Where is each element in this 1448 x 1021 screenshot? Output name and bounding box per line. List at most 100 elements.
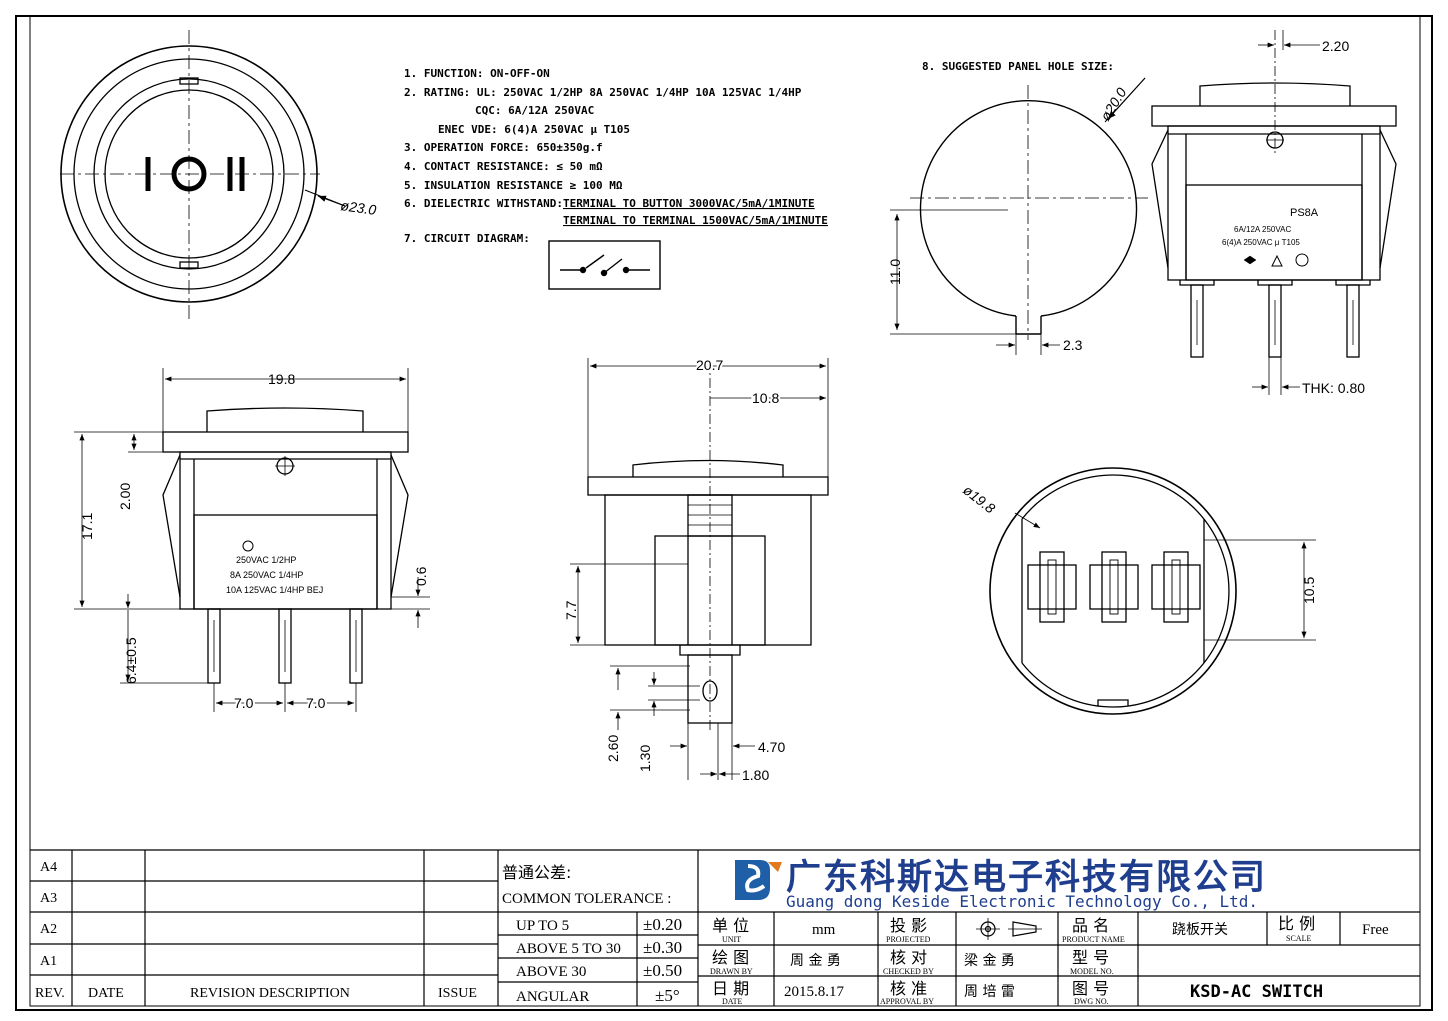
spec-3: 3. OPERATION FORCE: 650±350g.f [404,141,603,154]
right-label-1: 6A/12A 250VAC [1234,225,1291,234]
revision-table: A4 A3 A2 A1 REV. DATE REVISION DESCRIPTI… [35,860,477,1001]
dim-h2-60: 2.60 [605,735,621,762]
model-cn: 型 号 [1072,948,1109,967]
dim-thk: THK: 0.80 [1302,380,1365,396]
tol-value-1: ±0.20 [643,915,682,934]
tol-range-4: ANGULAR [516,989,589,1005]
tol-value-3: ±0.50 [643,961,682,980]
tol-range-2: ABOVE 5 TO 30 [516,941,621,957]
date-cn: 日 期 [712,979,749,998]
side-label-1: 250VAC 1/2HP [236,555,296,565]
dim-h2-00: 2.00 [117,483,133,510]
right-label-model: PS8A [1290,207,1319,219]
tol-value-2: ±0.30 [643,938,682,957]
front-view [60,30,346,320]
checked-value: 梁 金 勇 [964,953,1015,969]
spec-6b: TERMINAL TO TERMINAL 1500VAC/5mA/1MINUTE [563,214,828,227]
projected-en: PROJECTED [886,935,931,944]
unit-cn: 单 位 [712,916,749,935]
spec-6a: TERMINAL TO BUTTON 3000VAC/5mA/1MINUTE [563,197,815,210]
side-label-2: 8A 250VAC 1/4HP [230,570,303,580]
tolerance-table: 普通公差: COMMON TOLERANCE : UP TO 5 ±0.20 A… [502,863,682,1005]
info-grid: 单 位 UNIT mm 投 影 PROJECTED 品 名 PRODUCT NA… [710,914,1389,1006]
spec-2: 2. RATING: UL: 250VAC 1/2HP 8A 250VAC 1/… [404,86,802,99]
dim-w19-8: 19.8 [268,371,295,387]
section-view [570,358,829,780]
scale-cn: 比 例 [1278,914,1315,933]
model-en: MODEL NO. [1070,967,1114,976]
tolerance-cn: 普通公差: [502,863,571,882]
spec-enec: ENEC VDE: 6(4)A 250VAC μ T105 [438,123,630,136]
checked-en: CHECKED BY [883,967,934,976]
company-name-cn: 广东科斯达电子科技有限公司 [786,858,1267,898]
product-value: 跷板开关 [1172,921,1228,938]
dim-h11: 11.0 [887,259,903,285]
spec-5: 5. INSULATION RESISTANCE ≥ 100 MΩ [404,179,623,192]
spec-8: 8. SUGGESTED PANEL HOLE SIZE: [922,60,1114,73]
dwg-cn: 图 号 [1072,979,1109,998]
dim-h0-6: 0.6 [413,566,429,586]
tolerance-en: COMMON TOLERANCE : [502,891,671,907]
rev-header-desc: REVISION DESCRIPTION [190,986,350,1001]
side-label-3: 10A 125VAC 1/4HP BEJ [226,585,323,595]
scale-value: Free [1362,922,1389,938]
right-label-2: 6(4)A 250VAC μ T105 [1222,238,1300,247]
checked-cn: 核 对 [890,948,927,967]
circuit-diagram [548,240,661,290]
dim-w20-7: 20.7 [696,357,723,373]
spec-1: 1. FUNCTION: ON-OFF-ON [404,67,550,80]
dwg-en: DWG NO. [1074,997,1109,1006]
tol-range-1: UP TO 5 [516,918,569,934]
approval-en: APPROVAL BY [880,997,934,1006]
dim-d20: ø20.0 [1097,85,1130,124]
dwg-value: KSD-AC SWITCH [1190,982,1323,1002]
drawn-en: DRAWN BY [710,967,753,976]
spec-7: 7. CIRCUIT DIAGRAM: [404,232,530,245]
bottom-view [989,467,1316,715]
dim-w2-20: 2.20 [1322,38,1349,54]
dim-w2-3: 2.3 [1063,337,1083,353]
dim-h7-7: 7.7 [563,600,579,620]
rev-header-rev: REV. [35,986,65,1001]
company-name-en: Guang dong Keside Electronic Technology … [786,892,1258,911]
tol-range-3: ABOVE 30 [516,964,586,980]
product-cn: 品 名 [1072,916,1109,935]
drawn-value: 周 金 勇 [790,953,841,969]
right-side-view [1151,30,1397,395]
panel-hole-view [890,77,1148,355]
rev-header-issue: ISSUE [438,986,477,1001]
rev-header-date: DATE [88,986,124,1001]
rev-a2: A2 [40,922,57,937]
unit-value: mm [812,922,836,938]
projected-cn: 投 影 [890,916,927,935]
rev-a3: A3 [40,891,57,906]
dim-p7-0a: 7.0 [234,695,254,711]
dim-w10-8: 10.8 [752,390,779,406]
title-block-lines [30,849,1420,1006]
dim-h17-1: 17.1 [79,513,95,540]
drawn-cn: 绘 图 [712,948,749,967]
dim-w1-80: 1.80 [742,767,769,783]
dim-w10-5: 10.5 [1301,577,1317,604]
approval-value: 周 培 雷 [964,984,1015,1000]
company-logo [735,860,782,900]
spec-cqc: CQC: 6A/12A 250VAC [475,104,594,117]
spec-4: 4. CONTACT RESISTANCE: ≤ 50 mΩ [404,160,603,173]
rev-a1: A1 [40,954,57,969]
scale-en: SCALE [1286,934,1311,943]
unit-en: UNIT [722,935,741,944]
spec-6: 6. DIELECTRIC WITHSTAND: [404,197,563,210]
dim-p7-0b: 7.0 [306,695,326,711]
dim-d19-8: ø19.8 [960,482,998,517]
dim-d23: ø23.0 [340,197,378,218]
product-en: PRODUCT NAME [1062,935,1125,944]
date-en: DATE [722,997,743,1006]
side-view [74,368,430,712]
specifications: 1. FUNCTION: ON-OFF-ON 2. RATING: UL: 25… [404,60,1114,245]
dim-h6-4: 6.4±0.5 [123,637,139,684]
dim-h1-30: 1.30 [637,745,653,772]
dim-w4-70: 4.70 [758,739,785,755]
rev-a4: A4 [40,860,57,875]
